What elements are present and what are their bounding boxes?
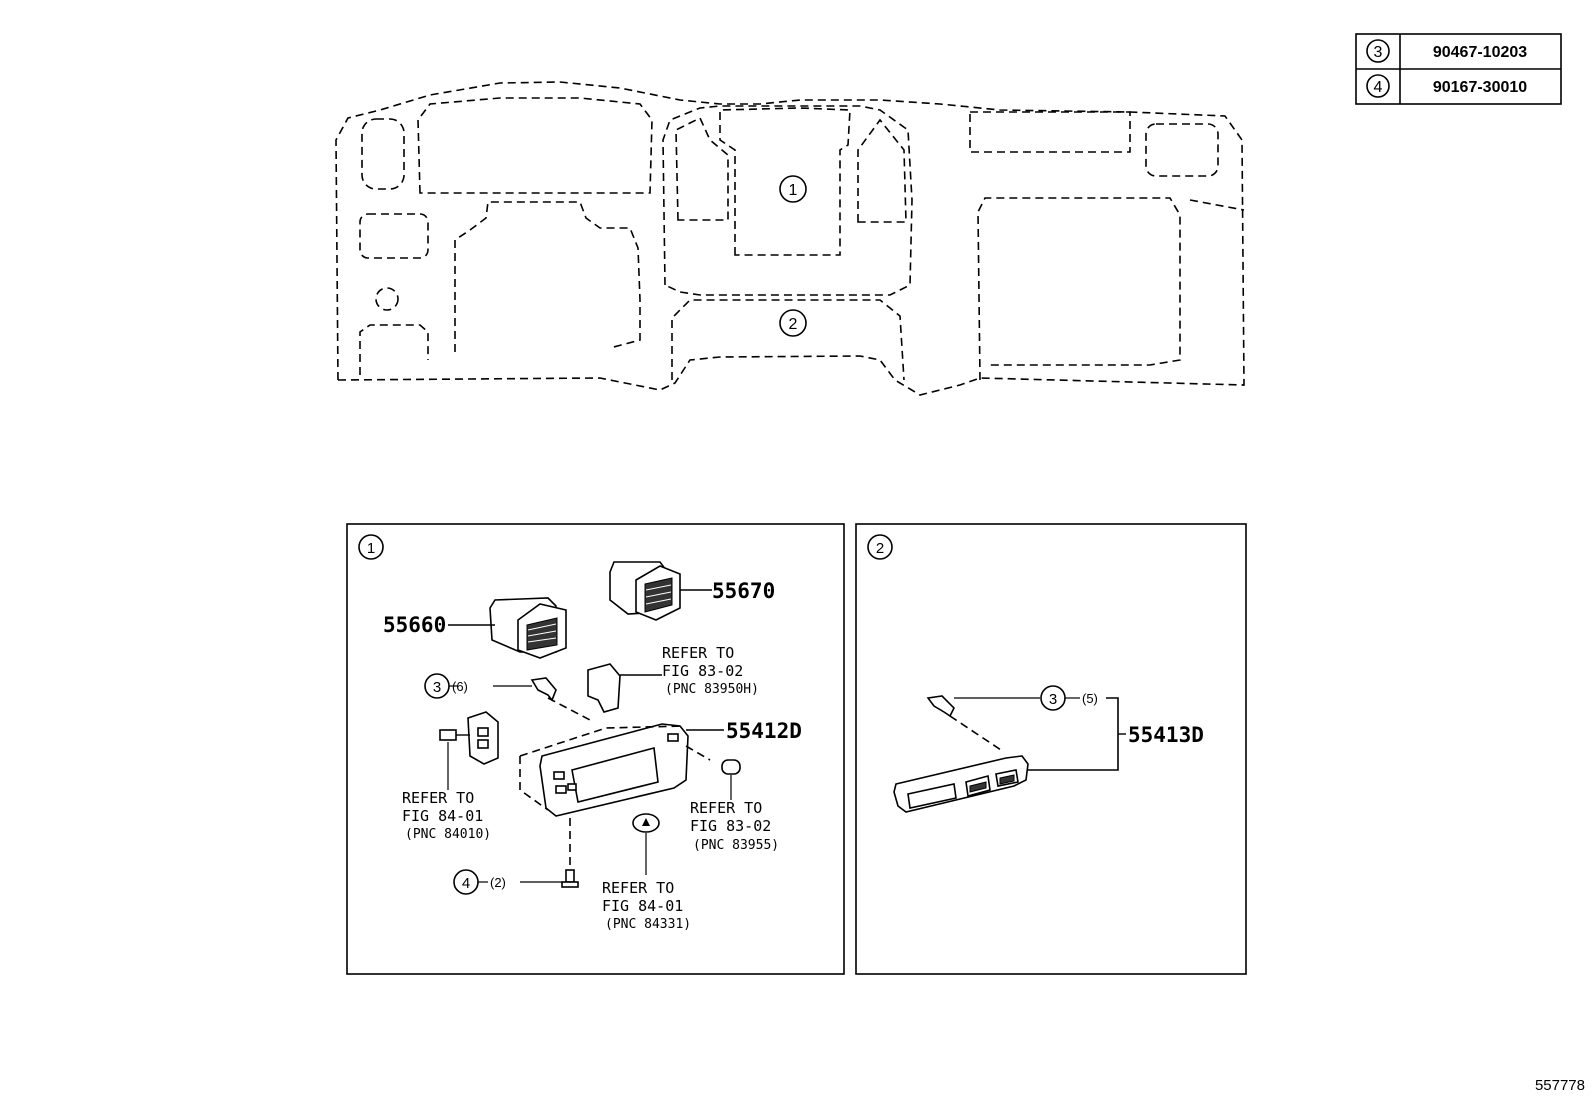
- part-label-55670: 55670: [712, 579, 775, 603]
- parts-table-row: 4 90167-30010: [1366, 74, 1527, 98]
- clip-qty: (6): [452, 679, 468, 694]
- svg-text:FIG 83-02: FIG 83-02: [662, 662, 743, 680]
- svg-text:REFER TO: REFER TO: [602, 879, 674, 897]
- figure-id: 557778: [1535, 1077, 1585, 1094]
- svg-text:3: 3: [433, 679, 441, 696]
- table-part-number: 90467-10203: [1433, 44, 1527, 61]
- clip-drawing: [530, 677, 557, 702]
- clip-callout-3: 3 (5): [1040, 685, 1098, 711]
- svg-text:4: 4: [462, 875, 470, 892]
- svg-text:REFER TO: REFER TO: [402, 789, 474, 807]
- clip-callout-3: 3 (6): [424, 673, 532, 699]
- svg-text:REFER TO: REFER TO: [690, 799, 762, 817]
- table-ref-3: 3: [1374, 44, 1383, 61]
- clip-drawing: [926, 695, 955, 718]
- svg-text:2: 2: [789, 316, 798, 333]
- svg-text:(PNC 83955): (PNC 83955): [693, 838, 779, 853]
- vent-55670-drawing: [609, 561, 681, 621]
- overview-callout-1: 1: [779, 175, 807, 203]
- bracket-83950h-drawing: [587, 663, 621, 713]
- svg-text:3: 3: [1049, 691, 1057, 708]
- dashboard-outline: 1 2: [335, 81, 1245, 396]
- switch-84331-drawing: [632, 813, 660, 833]
- screw-drawing: [561, 869, 579, 888]
- vent-55660-drawing: [489, 597, 567, 659]
- knob-83955-drawing: [721, 759, 741, 775]
- clip-qty: (5): [1082, 691, 1098, 706]
- svg-text:REFER TO: REFER TO: [662, 644, 734, 662]
- svg-text:FIG 84-01: FIG 84-01: [602, 897, 683, 915]
- bezel-55412d-drawing: [539, 723, 689, 817]
- svg-text:(PNC 84010): (PNC 84010): [405, 827, 491, 842]
- svg-text:FIG 84-01: FIG 84-01: [402, 807, 483, 825]
- part-label-55412d: 55412D: [726, 719, 802, 743]
- panel-2-tag: 2: [876, 540, 884, 557]
- svg-text:1: 1: [789, 182, 798, 199]
- parts-table: 3 90467-10203 4 90167-30010: [1355, 33, 1562, 105]
- panel-1-tag: 1: [367, 540, 375, 557]
- refer-label-83950h: REFER TO FIG 83-02 (PNC 83950H): [662, 644, 759, 697]
- parts-table-row: 3 90467-10203: [1366, 39, 1527, 63]
- svg-text:FIG 83-02: FIG 83-02: [690, 817, 771, 835]
- refer-label-83955: REFER TO FIG 83-02 (PNC 83955): [690, 799, 779, 853]
- svg-text:(PNC 83950H): (PNC 83950H): [665, 682, 759, 697]
- overview-callout-2: 2: [779, 309, 807, 337]
- switch-84010-drawing: [439, 711, 499, 765]
- part-label-55660: 55660: [383, 613, 446, 637]
- screw-qty: (2): [490, 875, 506, 890]
- detail-panel-1: 1 55660 55670 REFER TO: [346, 523, 845, 975]
- detail-panel-2: 2 3 (5) 55413D: [855, 523, 1247, 975]
- screw-callout-4: 4 (2): [453, 869, 562, 895]
- refer-label-84331: REFER TO FIG 84-01 (PNC 84331): [602, 879, 691, 932]
- table-ref-4: 4: [1374, 79, 1383, 96]
- part-label-55413d: 55413D: [1128, 723, 1204, 747]
- table-part-number: 90167-30010: [1433, 79, 1527, 96]
- bezel-55413d-drawing: [893, 755, 1029, 813]
- refer-label-84010: REFER TO FIG 84-01 (PNC 84010): [402, 789, 491, 842]
- svg-text:(PNC 84331): (PNC 84331): [605, 917, 691, 932]
